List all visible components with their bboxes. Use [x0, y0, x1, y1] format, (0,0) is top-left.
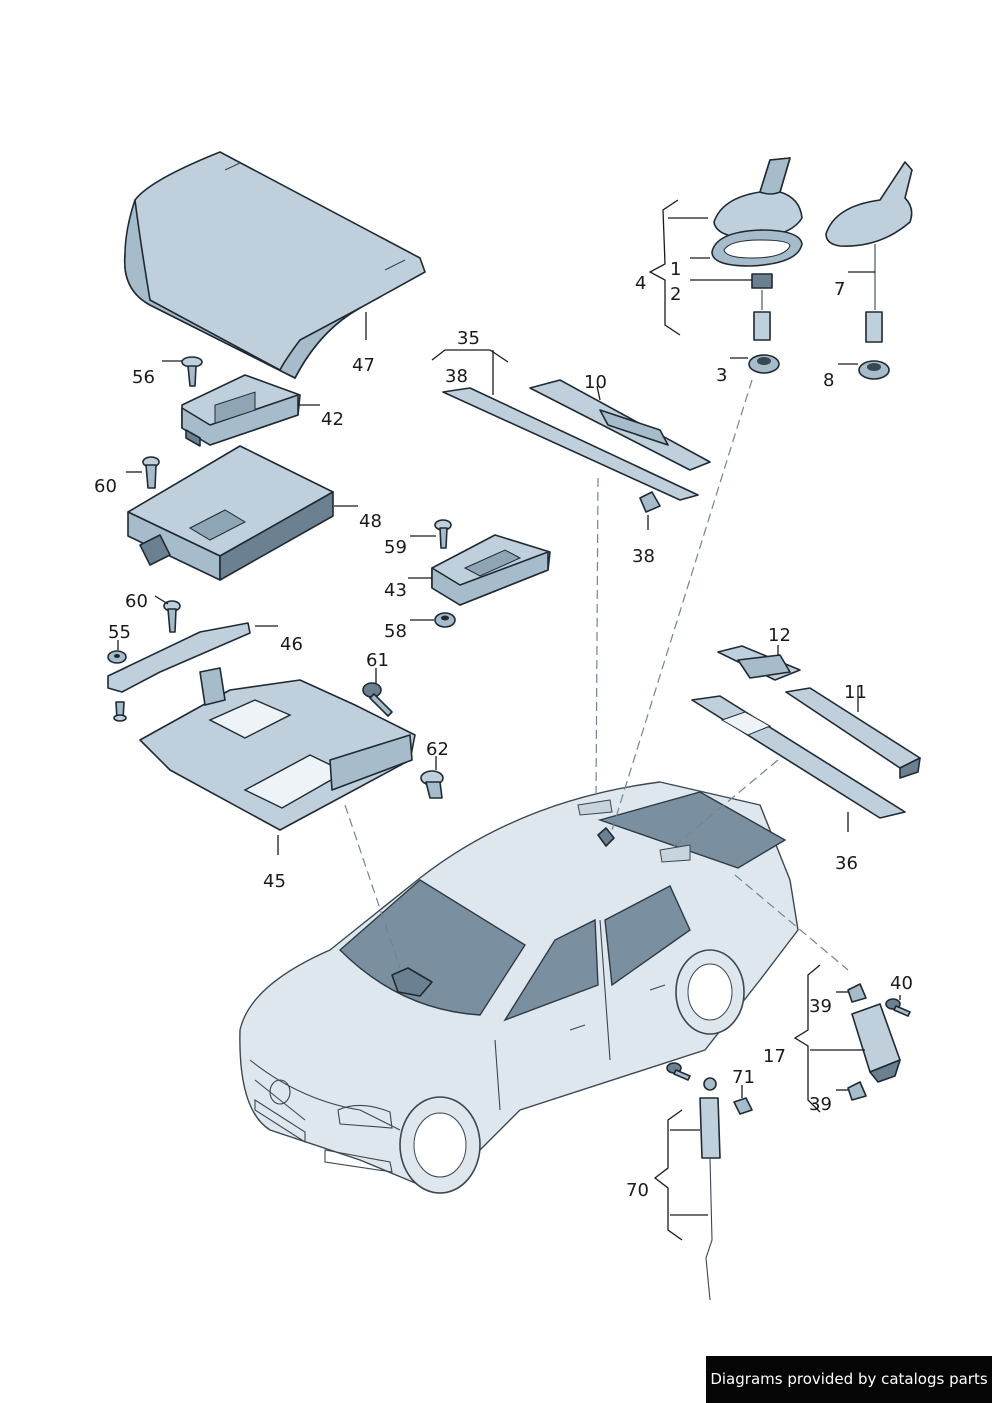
part-61-screw	[362, 682, 393, 717]
part-58-nut	[434, 612, 456, 628]
part-39-clip-lower	[847, 1081, 867, 1101]
label-60-upper: 60	[94, 476, 117, 497]
part-3-nut	[748, 354, 780, 374]
antenna-cable-4	[753, 290, 771, 341]
part-48-control-unit	[127, 445, 334, 581]
part-70-screw	[666, 1062, 691, 1081]
part-7-roof-antenna	[825, 161, 913, 343]
label-42: 42	[321, 409, 344, 430]
watermark-banner: Diagrams provided by catalogs parts	[706, 1356, 992, 1403]
label-59: 59	[384, 537, 407, 558]
label-36: 36	[835, 853, 858, 874]
label-45: 45	[263, 871, 286, 892]
part-1-gasket	[711, 229, 803, 267]
part-55-nut	[107, 650, 127, 664]
part-56-screw	[181, 356, 203, 387]
label-12: 12	[768, 625, 791, 646]
label-38-lower: 38	[632, 546, 655, 567]
label-10: 10	[584, 372, 607, 393]
part-4-roof-antenna	[713, 157, 803, 239]
label-48: 48	[359, 511, 382, 532]
label-11: 11	[844, 682, 867, 703]
part-43-module	[431, 534, 551, 606]
label-8: 8	[823, 370, 834, 391]
part-71-cap	[733, 1097, 753, 1115]
label-55: 55	[108, 622, 131, 643]
part-70-cable	[699, 1077, 721, 1301]
label-39-lower: 39	[809, 1094, 832, 1115]
part-38-clip	[639, 491, 661, 513]
label-7: 7	[834, 279, 845, 300]
label-46: 46	[280, 634, 303, 655]
part-40-screw	[885, 998, 911, 1017]
part-39-clip-upper	[847, 983, 867, 1003]
label-71: 71	[732, 1067, 755, 1088]
part-8-nut	[858, 360, 890, 380]
part-42-module	[181, 374, 301, 447]
label-4: 4	[635, 273, 646, 294]
label-2: 2	[670, 284, 681, 305]
part-60-bolt-upper	[142, 456, 160, 489]
label-61: 61	[366, 650, 389, 671]
part-labels: 1 2 3 4 7 8 10 11 12 17 35 36 38 38 39 3…	[94, 259, 913, 1201]
label-38-upper: 38	[445, 366, 468, 387]
label-47: 47	[352, 355, 375, 376]
label-62: 62	[426, 739, 449, 760]
pointer-lines	[344, 379, 849, 971]
part-60-bolt-lower	[163, 600, 181, 633]
label-58: 58	[384, 621, 407, 642]
label-56: 56	[132, 367, 155, 388]
part-2-connector	[751, 273, 773, 289]
leader-lines	[117, 199, 901, 1241]
part-17-module	[851, 1003, 901, 1083]
label-43: 43	[384, 580, 407, 601]
small-bolt	[113, 701, 127, 722]
part-62-clip	[420, 770, 444, 799]
label-17: 17	[763, 1046, 786, 1067]
label-39-upper: 39	[809, 996, 832, 1017]
part-46-bracket	[107, 622, 251, 693]
label-70: 70	[626, 1180, 649, 1201]
part-12-module	[717, 645, 801, 681]
car-illustration	[239, 781, 799, 1194]
part-59-screw	[434, 519, 452, 549]
part-10-bracket	[529, 379, 711, 471]
part-11-amplifier	[785, 687, 921, 779]
part-45-tray	[139, 667, 416, 831]
label-3: 3	[716, 365, 727, 386]
part-38-strip	[442, 387, 699, 501]
part-36-bracket	[691, 695, 906, 819]
label-60-lower: 60	[125, 591, 148, 612]
label-1: 1	[670, 259, 681, 280]
label-40: 40	[890, 973, 913, 994]
part-47-cover	[123, 151, 426, 379]
label-35: 35	[457, 328, 480, 349]
